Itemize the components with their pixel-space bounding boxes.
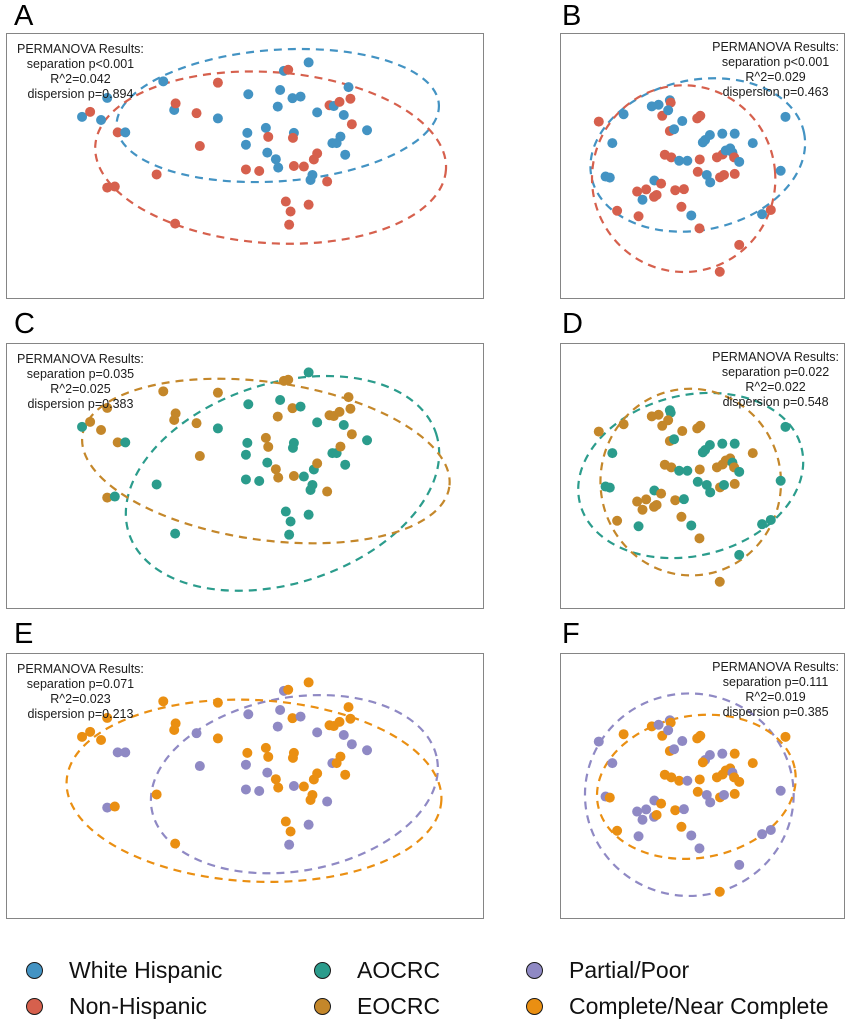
complete-near-complete-dot-icon xyxy=(526,998,543,1015)
eocrc-dot-icon xyxy=(314,998,331,1015)
legend-item: White Hispanic xyxy=(26,957,222,984)
stats-line: PERMANOVA Results: xyxy=(712,350,839,364)
panel-f: PERMANOVA Results: separation p=0.111 R^… xyxy=(560,653,845,919)
stats-line: separation p<0.001 xyxy=(26,57,135,71)
panel-a-stats: PERMANOVA Results: separation p<0.001 R^… xyxy=(17,42,144,102)
stats-line: dispersion p=0.894 xyxy=(27,87,134,101)
panel-b-label: B xyxy=(562,0,582,32)
stats-line: PERMANOVA Results: xyxy=(712,40,839,54)
panel-a: PERMANOVA Results: separation p<0.001 R^… xyxy=(6,33,484,299)
panel-f-stats: PERMANOVA Results: separation p=0.111 R^… xyxy=(712,660,839,720)
non-hispanic-dot-icon xyxy=(26,998,43,1015)
panel-e: PERMANOVA Results: separation p=0.071 R^… xyxy=(6,653,484,919)
stats-line: PERMANOVA Results: xyxy=(712,660,839,674)
legend-item: EOCRC xyxy=(314,993,440,1020)
panel-d-stats: PERMANOVA Results: separation p=0.022 R^… xyxy=(712,350,839,410)
stats-line: PERMANOVA Results: xyxy=(17,662,144,676)
stats-line: R^2=0.023 xyxy=(50,692,111,706)
panel-b-stats: PERMANOVA Results: separation p<0.001 R^… xyxy=(712,40,839,100)
stats-line: dispersion p=0.213 xyxy=(27,707,134,721)
stats-line: separation p=0.022 xyxy=(721,365,830,379)
legend-label: EOCRC xyxy=(357,993,441,1019)
stats-line: R^2=0.022 xyxy=(745,380,806,394)
panel-b: PERMANOVA Results: separation p<0.001 R^… xyxy=(560,33,845,299)
stats-line: separation p=0.035 xyxy=(26,367,135,381)
stats-line: dispersion p=0.463 xyxy=(722,85,829,99)
legend-label: AOCRC xyxy=(357,957,441,983)
aocrc-dot-icon xyxy=(314,962,331,979)
legend-item: Complete/Near Complete xyxy=(526,993,829,1020)
panel-c: PERMANOVA Results: separation p=0.035 R^… xyxy=(6,343,484,609)
panel-c-plot xyxy=(77,367,451,592)
stats-line: dispersion p=0.385 xyxy=(722,705,829,719)
panel-f-plot xyxy=(583,692,797,898)
panel-d-plot xyxy=(577,387,805,587)
stats-line: PERMANOVA Results: xyxy=(17,42,144,56)
panel-c-stats: PERMANOVA Results: separation p=0.035 R^… xyxy=(17,352,144,412)
stats-line: R^2=0.029 xyxy=(745,70,806,84)
stats-line: separation p<0.001 xyxy=(721,55,830,69)
panel-d-label: D xyxy=(562,308,583,340)
panel-e-plot xyxy=(65,677,443,884)
panel-e-label: E xyxy=(14,618,34,650)
partial-poor-dot-icon xyxy=(526,962,543,979)
stats-line: dispersion p=0.383 xyxy=(27,397,134,411)
legend-label: Complete/Near Complete xyxy=(569,993,829,1019)
panel-b-plot xyxy=(589,77,807,277)
stats-line: PERMANOVA Results: xyxy=(17,352,144,366)
legend-item: AOCRC xyxy=(314,957,440,984)
legend-item: Non-Hispanic xyxy=(26,993,207,1020)
panel-c-label: C xyxy=(14,308,35,340)
panel-f-label: F xyxy=(562,618,580,650)
stats-line: R^2=0.025 xyxy=(50,382,111,396)
panel-a-plot xyxy=(77,47,448,245)
panel-a-label: A xyxy=(14,0,34,32)
panel-d: PERMANOVA Results: separation p=0.022 R^… xyxy=(560,343,845,609)
white-hispanic-dot-icon xyxy=(26,962,43,979)
stats-line: separation p=0.071 xyxy=(26,677,135,691)
legend-label: White Hispanic xyxy=(69,957,223,983)
legend-item: Partial/Poor xyxy=(526,957,689,984)
stats-line: R^2=0.042 xyxy=(50,72,111,86)
stats-line: dispersion p=0.548 xyxy=(722,395,829,409)
panel-e-stats: PERMANOVA Results: separation p=0.071 R^… xyxy=(17,662,144,722)
legend-label: Non-Hispanic xyxy=(69,993,208,1019)
stats-line: separation p=0.111 xyxy=(722,675,829,689)
legend-label: Partial/Poor xyxy=(569,957,690,983)
stats-line: R^2=0.019 xyxy=(745,690,806,704)
